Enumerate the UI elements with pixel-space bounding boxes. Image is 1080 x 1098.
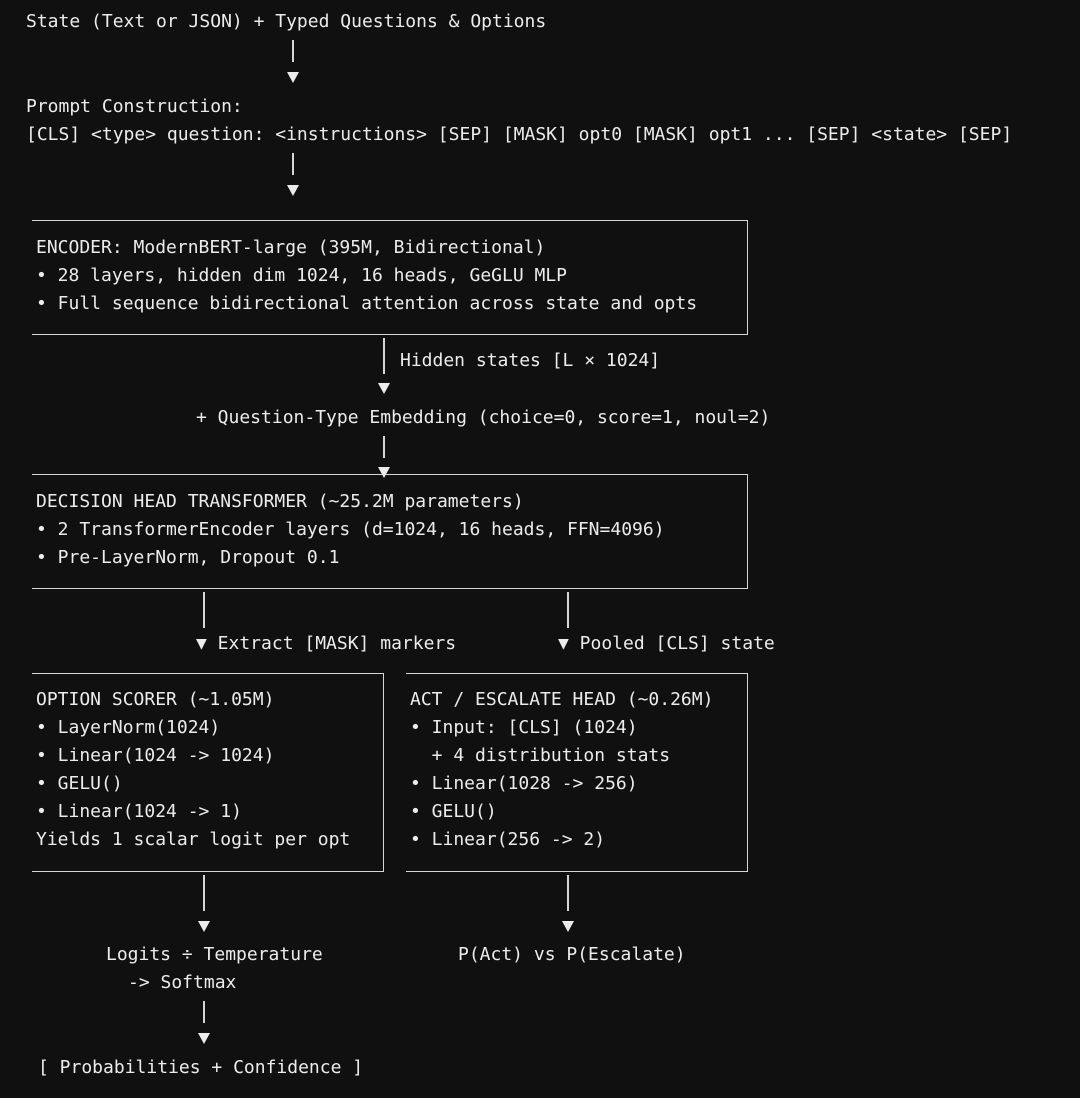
connector-line — [383, 436, 385, 458]
encoder-box — [31, 220, 748, 335]
arrow-down-icon — [287, 72, 299, 83]
connector-line — [292, 40, 294, 62]
option-scorer-line-1: • LayerNorm(1024) — [36, 717, 221, 738]
encoder-line-2: • Full sequence bidirectional attention … — [36, 293, 698, 314]
option-scorer-line-2: • Linear(1024 -> 1024) — [36, 745, 275, 766]
prompt-template: [CLS] <type> question: <instructions> [S… — [26, 124, 1013, 145]
connector-line — [383, 338, 385, 374]
act-head-line-5: • Linear(256 -> 2) — [410, 829, 606, 850]
connector-line — [567, 592, 569, 628]
prompt-construction-title: Prompt Construction: — [26, 96, 243, 117]
logits-temperature: Logits ÷ Temperature — [106, 944, 323, 965]
softmax-label: -> Softmax — [128, 972, 237, 993]
arrow-down-icon — [198, 921, 210, 932]
question-type-embedding: + Question-Type Embedding (choice=0, sco… — [196, 407, 771, 428]
act-head-line-3: • Linear(1028 -> 256) — [410, 773, 638, 794]
option-scorer-title: OPTION SCORER (~1.05M) — [36, 689, 275, 710]
arrow-down-icon — [287, 185, 299, 196]
act-escalate-output: P(Act) vs P(Escalate) — [458, 944, 686, 965]
connector-line — [203, 1001, 205, 1023]
arrow-down-icon — [562, 921, 574, 932]
hidden-states-label: Hidden states [L × 1024] — [400, 350, 661, 371]
option-scorer-line-4: • Linear(1024 -> 1) — [36, 801, 242, 822]
decision-head-line-1: • 2 TransformerEncoder layers (d=1024, 1… — [36, 519, 665, 540]
option-scorer-line-5: Yields 1 scalar logit per opt — [36, 829, 351, 850]
connector-line — [292, 153, 294, 175]
act-head-line-1: • Input: [CLS] (1024) — [410, 717, 638, 738]
act-head-line-2: + 4 distribution stats — [410, 745, 671, 766]
connector-line — [203, 875, 205, 911]
act-head-line-4: • GELU() — [410, 801, 497, 822]
arrow-down-icon — [378, 467, 390, 478]
connector-line — [203, 592, 205, 628]
input-label: State (Text or JSON) + Typed Questions &… — [26, 11, 547, 32]
encoder-title: ENCODER: ModernBERT-large (395M, Bidirec… — [36, 237, 546, 258]
final-output: [ Probabilities + Confidence ] — [38, 1057, 364, 1078]
act-head-title: ACT / ESCALATE HEAD (~0.26M) — [410, 689, 714, 710]
decision-head-title: DECISION HEAD TRANSFORMER (~25.2M parame… — [36, 491, 524, 512]
connector-line — [567, 875, 569, 911]
decision-head-line-2: • Pre-LayerNorm, Dropout 0.1 — [36, 547, 340, 568]
act-escalate-box — [405, 673, 748, 872]
option-scorer-line-3: • GELU() — [36, 773, 123, 794]
encoder-line-1: • 28 layers, hidden dim 1024, 16 heads, … — [36, 265, 568, 286]
extract-mask-label: ▼ Extract [MASK] markers — [196, 633, 457, 654]
arrow-down-icon — [378, 383, 390, 394]
option-scorer-box — [31, 673, 384, 872]
pooled-cls-label: ▼ Pooled [CLS] state — [558, 633, 775, 654]
arrow-down-icon — [198, 1033, 210, 1044]
decision-head-box — [31, 474, 748, 589]
